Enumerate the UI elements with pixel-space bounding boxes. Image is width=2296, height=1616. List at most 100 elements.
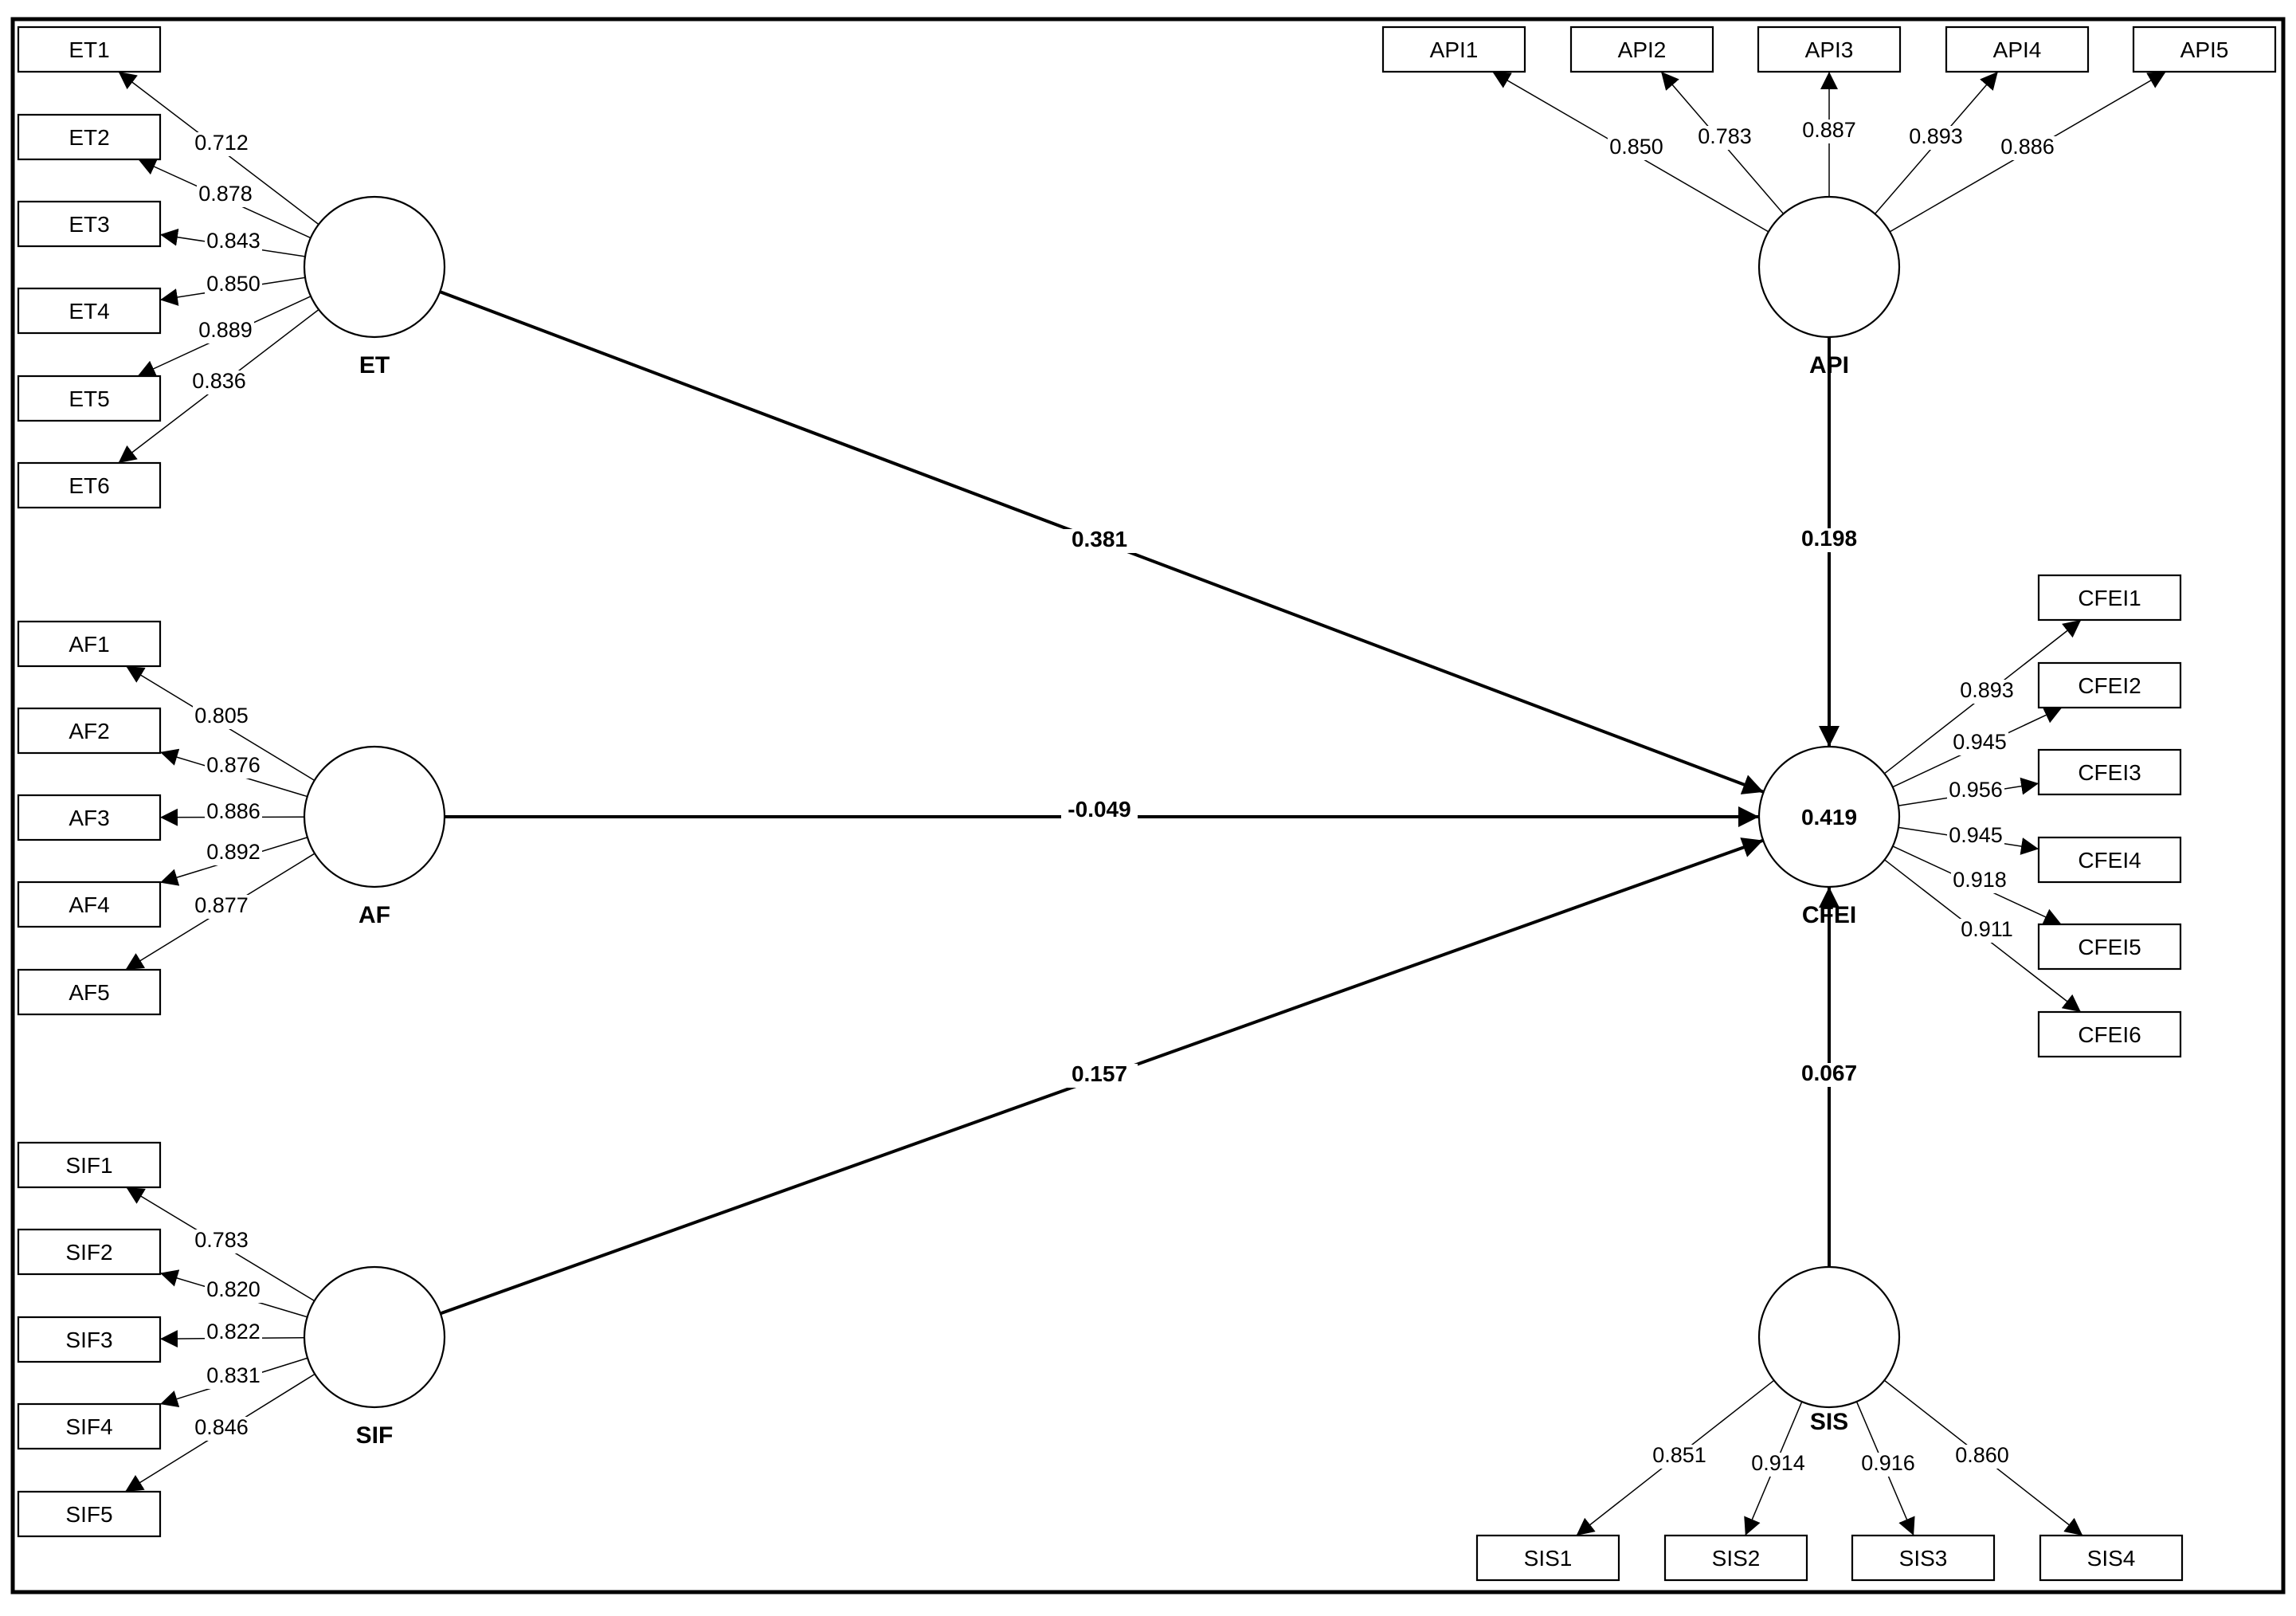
loading-value-sif3: 0.822 (206, 1320, 261, 1343)
indicator-box-api4 (1945, 25, 2090, 73)
indicator-box-sif3 (17, 1316, 162, 1363)
loading-value-bg (205, 230, 262, 254)
indicator-box-sis2 (1663, 1534, 1808, 1582)
indicator-label-et6: ET6 (69, 473, 109, 498)
loading-value-cfei1: 0.893 (1960, 678, 2014, 702)
indicator-box-sis4 (2039, 1534, 2184, 1582)
indicator-label-sis3: SIS3 (1899, 1546, 1948, 1571)
loading-value-api3: 0.887 (1802, 118, 1856, 142)
loading-value-cfei4: 0.945 (1949, 823, 2003, 847)
loading-value-bg (205, 1365, 262, 1389)
indicator-label-sif3: SIF3 (65, 1328, 112, 1352)
indicator-box-af4 (17, 881, 162, 928)
indicator-box-cfei3 (2037, 748, 2182, 796)
construct-circle-et (303, 195, 446, 339)
path-coefficient-bg (1061, 799, 1138, 823)
loading-value-sif5: 0.846 (194, 1415, 249, 1439)
indicator-box-et3 (17, 200, 162, 248)
loading-value-bg (1951, 869, 2008, 893)
indicator-box-sif5 (17, 1490, 162, 1538)
indicator-label-cfei2: CFEI2 (2078, 673, 2141, 698)
indicator-box-cfei2 (2037, 661, 2182, 709)
construct-circle-sif (303, 1265, 446, 1409)
indicator-label-et5: ET5 (69, 386, 109, 411)
path-coefficient-bg (1061, 529, 1138, 553)
indicator-label-cfei1: CFEI1 (2078, 586, 2141, 610)
construct-circle-api (1757, 195, 1901, 339)
indicator-box-cfei5 (2037, 923, 2182, 971)
indicator-label-sis4: SIS4 (2087, 1546, 2136, 1571)
indicator-label-sif1: SIF1 (65, 1153, 112, 1178)
loading-value-bg (193, 132, 250, 156)
loading-value-af4: 0.892 (206, 840, 261, 864)
loading-value-sif1: 0.783 (194, 1228, 249, 1252)
loading-value-et2: 0.878 (198, 182, 253, 206)
path-coefficient-api-to-cfei: 0.198 (1801, 526, 1857, 551)
construct-name-sis: SIS (1810, 1409, 1848, 1435)
loading-value-bg (1696, 126, 1753, 150)
loading-value-et1: 0.712 (194, 131, 249, 155)
indicator-box-cfei1 (2037, 574, 2182, 622)
loading-value-et5: 0.889 (198, 318, 253, 342)
indicator-label-et4: ET4 (69, 299, 109, 324)
construct-circle-cfei (1757, 745, 1901, 888)
loading-value-api1: 0.850 (1609, 135, 1663, 159)
path-coefficient-bg (1061, 1064, 1138, 1088)
loading-value-bg (1800, 120, 1858, 143)
indicator-box-et6 (17, 461, 162, 509)
loading-value-sis2: 0.914 (1751, 1451, 1805, 1475)
construct-name-sif: SIF (356, 1422, 394, 1449)
loading-value-bg (1951, 732, 2008, 755)
loading-value-bg (197, 320, 254, 343)
loading-value-bg (205, 841, 262, 865)
indicator-box-api3 (1757, 25, 1902, 73)
path-coefficient-sis-to-cfei: 0.067 (1801, 1061, 1857, 1085)
indicator-label-api5: API5 (2180, 37, 2229, 62)
indicator-box-cfei6 (2037, 1010, 2182, 1058)
path-coefficient-bg (1791, 1063, 1867, 1087)
indicator-box-et4 (17, 287, 162, 335)
indicator-label-sis2: SIS2 (1712, 1546, 1761, 1571)
loading-value-bg (1999, 136, 2056, 160)
loading-value-et3: 0.843 (206, 229, 261, 253)
loading-value-cfei2: 0.945 (1953, 730, 2007, 754)
indicator-box-api1 (1381, 25, 1526, 73)
indicator-label-et1: ET1 (69, 37, 109, 62)
indicator-label-cfei3: CFEI3 (2078, 760, 2141, 785)
loading-value-cfei5: 0.918 (1953, 868, 2007, 892)
loading-value-sif4: 0.831 (206, 1363, 261, 1387)
indicator-box-sis1 (1475, 1534, 1620, 1582)
loading-value-api5: 0.886 (2000, 135, 2055, 159)
construct-name-af: AF (359, 902, 390, 928)
indicator-label-af5: AF5 (69, 980, 109, 1005)
loading-value-et4: 0.850 (206, 272, 261, 296)
indicator-box-cfei4 (2037, 836, 2182, 884)
indicator-box-sif1 (17, 1141, 162, 1189)
indicator-box-af3 (17, 794, 162, 841)
construct-name-api: API (1809, 352, 1849, 379)
indicator-label-sis1: SIS1 (1524, 1546, 1573, 1571)
r-squared-value: 0.419 (1801, 805, 1857, 830)
indicator-box-api5 (2132, 25, 2277, 73)
indicator-box-af2 (17, 707, 162, 755)
loading-value-sis4: 0.860 (1955, 1443, 2009, 1467)
indicator-label-api3: API3 (1805, 37, 1854, 62)
loading-value-bg (193, 705, 250, 729)
loading-value-bg (205, 801, 262, 825)
indicator-label-et2: ET2 (69, 125, 109, 150)
loading-value-sis1: 0.851 (1652, 1443, 1706, 1467)
loading-value-bg (1953, 1445, 2011, 1469)
loading-value-bg (193, 1417, 250, 1441)
indicator-label-api4: API4 (1993, 37, 2042, 62)
loading-value-bg (1859, 1453, 1917, 1477)
indicator-box-af5 (17, 968, 162, 1016)
path-coefficient-et-to-cfei: 0.381 (1072, 527, 1127, 551)
loading-value-bg (205, 1321, 262, 1345)
loading-value-af5: 0.877 (194, 893, 249, 917)
indicator-box-api2 (1569, 25, 1714, 73)
construct-circle-sis (1757, 1265, 1901, 1409)
indicator-label-af2: AF2 (69, 719, 109, 743)
indicator-label-cfei5: CFEI5 (2078, 935, 2141, 959)
indicator-box-sif2 (17, 1228, 162, 1276)
loading-value-api2: 0.783 (1698, 124, 1752, 148)
